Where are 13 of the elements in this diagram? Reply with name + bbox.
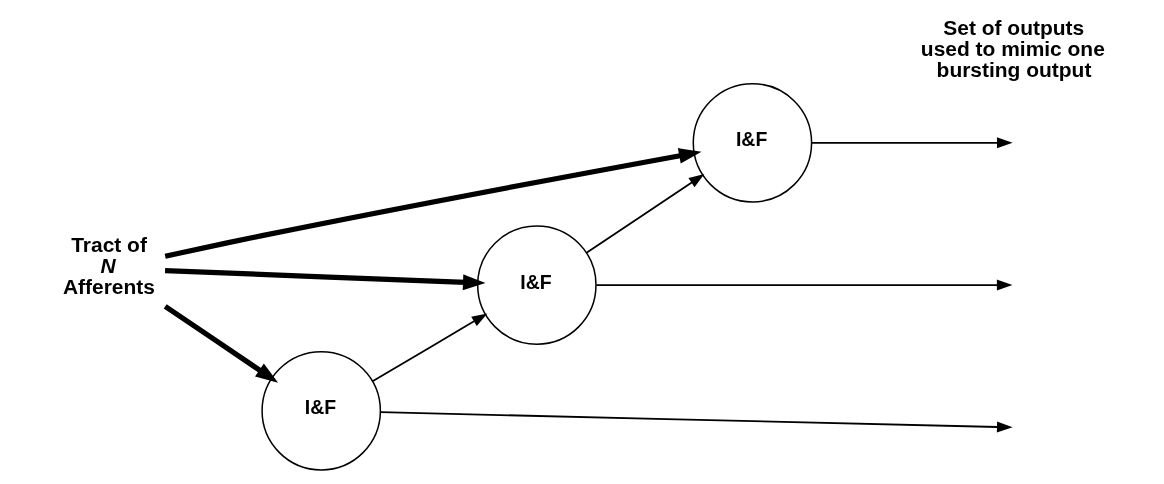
arrow — [585, 173, 704, 254]
arrow — [164, 268, 485, 291]
node-circle: I&F — [260, 350, 381, 471]
arrow — [164, 148, 701, 259]
node-circle: I&F — [692, 82, 812, 203]
node-circle: I&F — [476, 225, 597, 345]
node-text: Tract of N Afferents — [62, 233, 155, 299]
arrow — [371, 313, 487, 383]
arrow — [594, 279, 1012, 291]
arrow — [163, 304, 278, 383]
label: Set of outputs used to mimic one bursting output — [920, 16, 1105, 82]
arrow — [810, 137, 1013, 149]
arrow — [379, 411, 1013, 433]
